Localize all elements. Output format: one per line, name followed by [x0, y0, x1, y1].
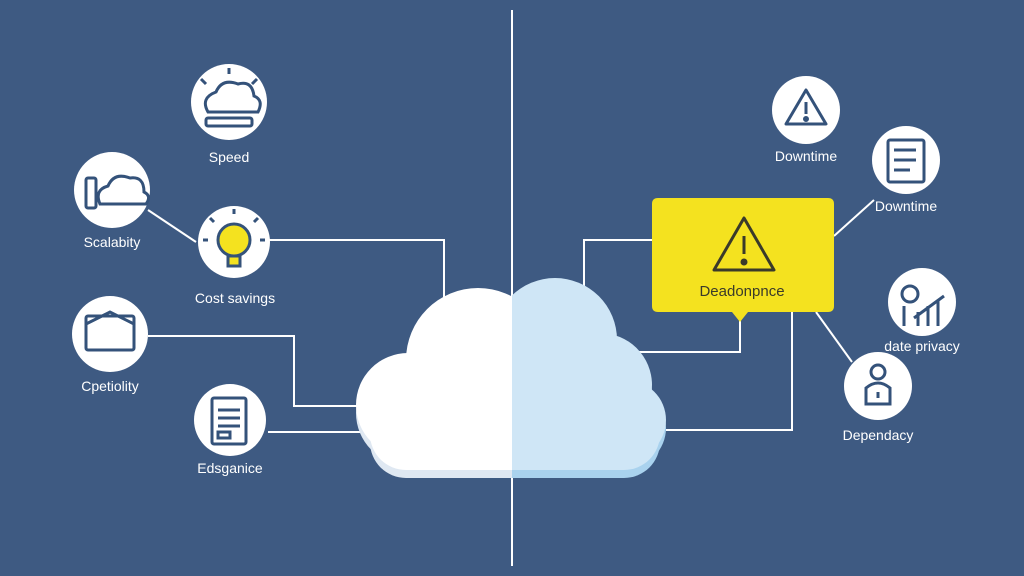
edsganice-label: Edsganice [197, 460, 263, 476]
downtime-label-1: Downtime [774, 148, 838, 164]
speed-label: Speed [208, 149, 250, 165]
cpetiolity-label: Cpetiolity [81, 378, 139, 394]
cost-savings-label: Cost savings [194, 290, 276, 306]
scalability-node[interactable] [74, 152, 151, 228]
edsganice-node[interactable] [194, 384, 266, 456]
dependacy-label: Dependacy [842, 427, 914, 443]
cloud-scale-icon [84, 174, 151, 210]
folder-icon [84, 310, 136, 352]
downtime-warning-node[interactable] [772, 76, 840, 144]
checklist-icon [886, 138, 926, 184]
lightbulb-icon [203, 209, 265, 268]
right-connectors [583, 199, 875, 431]
data-privacy-label: date privacy [884, 338, 960, 354]
cost-savings-node[interactable] [198, 206, 270, 278]
speed-node[interactable] [191, 64, 267, 140]
warning-icon [712, 216, 776, 272]
callout-box[interactable] [652, 198, 834, 322]
data-privacy-node[interactable] [888, 268, 956, 336]
scalability-label: Scalabity [83, 234, 141, 250]
callout-label: Deadonpnce [699, 283, 785, 300]
lock-person-icon [864, 363, 892, 406]
document-icon [210, 396, 248, 446]
privacy-chart-icon [900, 284, 945, 326]
dependacy-node[interactable] [844, 352, 912, 420]
downtime-label-2: Downtime [874, 198, 938, 214]
cloud-server-icon [199, 68, 262, 128]
downtime-checklist-node[interactable] [872, 126, 940, 194]
cpetiolity-node[interactable] [72, 296, 148, 372]
warning-icon [784, 88, 828, 126]
